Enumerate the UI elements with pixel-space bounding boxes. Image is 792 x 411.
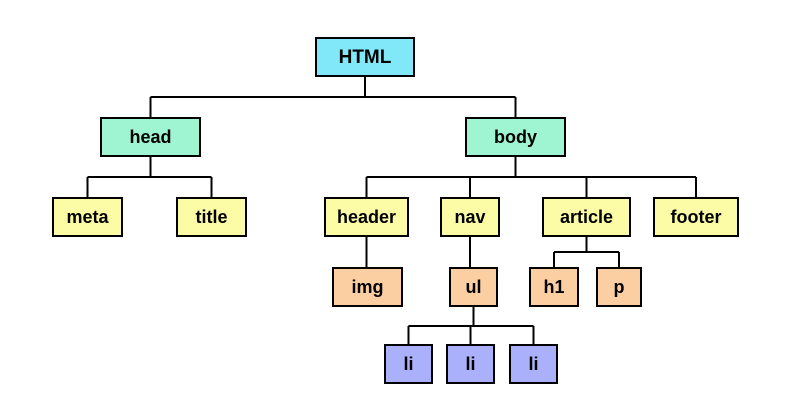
node-label-h1: h1 [543,277,564,297]
node-label-meta: meta [66,207,109,227]
node-article: article [542,197,631,237]
node-box-html [315,37,415,77]
node-box-p [596,267,642,307]
node-box-li1 [384,344,433,384]
node-li2: li [446,344,495,384]
node-title: title [176,197,247,237]
node-box-img [332,267,403,307]
node-box-nav [440,197,500,237]
node-meta: meta [52,197,123,237]
node-box-title [176,197,247,237]
node-label-p: p [614,277,625,297]
node-box-footer [653,197,739,237]
node-footer: footer [653,197,739,237]
node-p: p [596,267,642,307]
node-box-meta [52,197,123,237]
node-box-h1 [529,267,579,307]
node-li3: li [509,344,558,384]
node-box-li3 [509,344,558,384]
node-label-html: HTML [339,47,392,68]
node-label-ul: ul [466,277,482,297]
node-head: head [100,117,201,157]
node-label-footer: footer [671,207,722,227]
node-box-head [100,117,201,157]
node-label-nav: nav [454,207,485,227]
node-label-body: body [494,127,537,147]
node-html: HTML [315,37,415,77]
node-label-header: header [337,207,396,227]
node-ul: ul [449,267,498,307]
node-label-li3: li [528,354,538,374]
node-body: body [465,117,566,157]
node-header: header [324,197,409,237]
node-label-head: head [129,127,171,147]
node-box-header [324,197,409,237]
tree-edges [86,76,697,345]
node-li1: li [384,344,433,384]
node-h1: h1 [529,267,579,307]
node-label-img: img [351,277,383,297]
node-box-article [542,197,631,237]
tree-nodes: HTML head body meta title header nav article foo… [52,37,739,384]
node-nav: nav [440,197,500,237]
node-box-li2 [446,344,495,384]
node-box-body [465,117,566,157]
node-label-li2: li [465,354,475,374]
node-label-li1: li [403,354,413,374]
node-box-ul [449,267,498,307]
node-label-article: article [560,207,613,227]
node-label-title: title [195,207,227,227]
node-img: img [332,267,403,307]
